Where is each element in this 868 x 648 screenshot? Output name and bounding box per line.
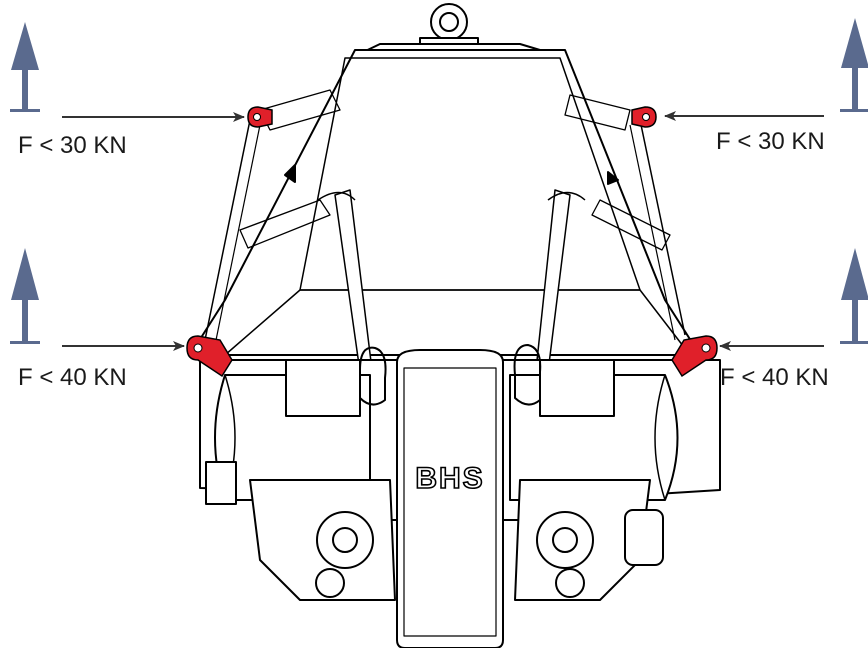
force-label-bottom-left: F < 40 KN (18, 364, 127, 391)
lifting-lug-bottom-left (186, 335, 233, 378)
up-arrow-icon (11, 22, 39, 70)
brand-logo: BHS (415, 462, 484, 495)
machine-body (189, 3, 721, 648)
up-arrow-icon (11, 248, 39, 300)
lift-arrow-top-left (10, 22, 40, 112)
up-arrow-icon (841, 18, 868, 68)
lifting-lug-top-left (247, 106, 273, 128)
lifting-lug-top-right (631, 106, 657, 128)
lifting-lug-bottom-right (671, 335, 718, 378)
lift-arrow-top-right (840, 18, 868, 112)
force-label-top-left: F < 30 KN (18, 132, 127, 159)
force-label-bottom-right: F < 40 KN (720, 364, 829, 391)
lift-arrow-bottom-right (840, 248, 868, 344)
force-label-top-right: F < 30 KN (716, 128, 825, 155)
lift-arrow-bottom-left (10, 248, 40, 344)
up-arrow-icon (841, 248, 868, 300)
